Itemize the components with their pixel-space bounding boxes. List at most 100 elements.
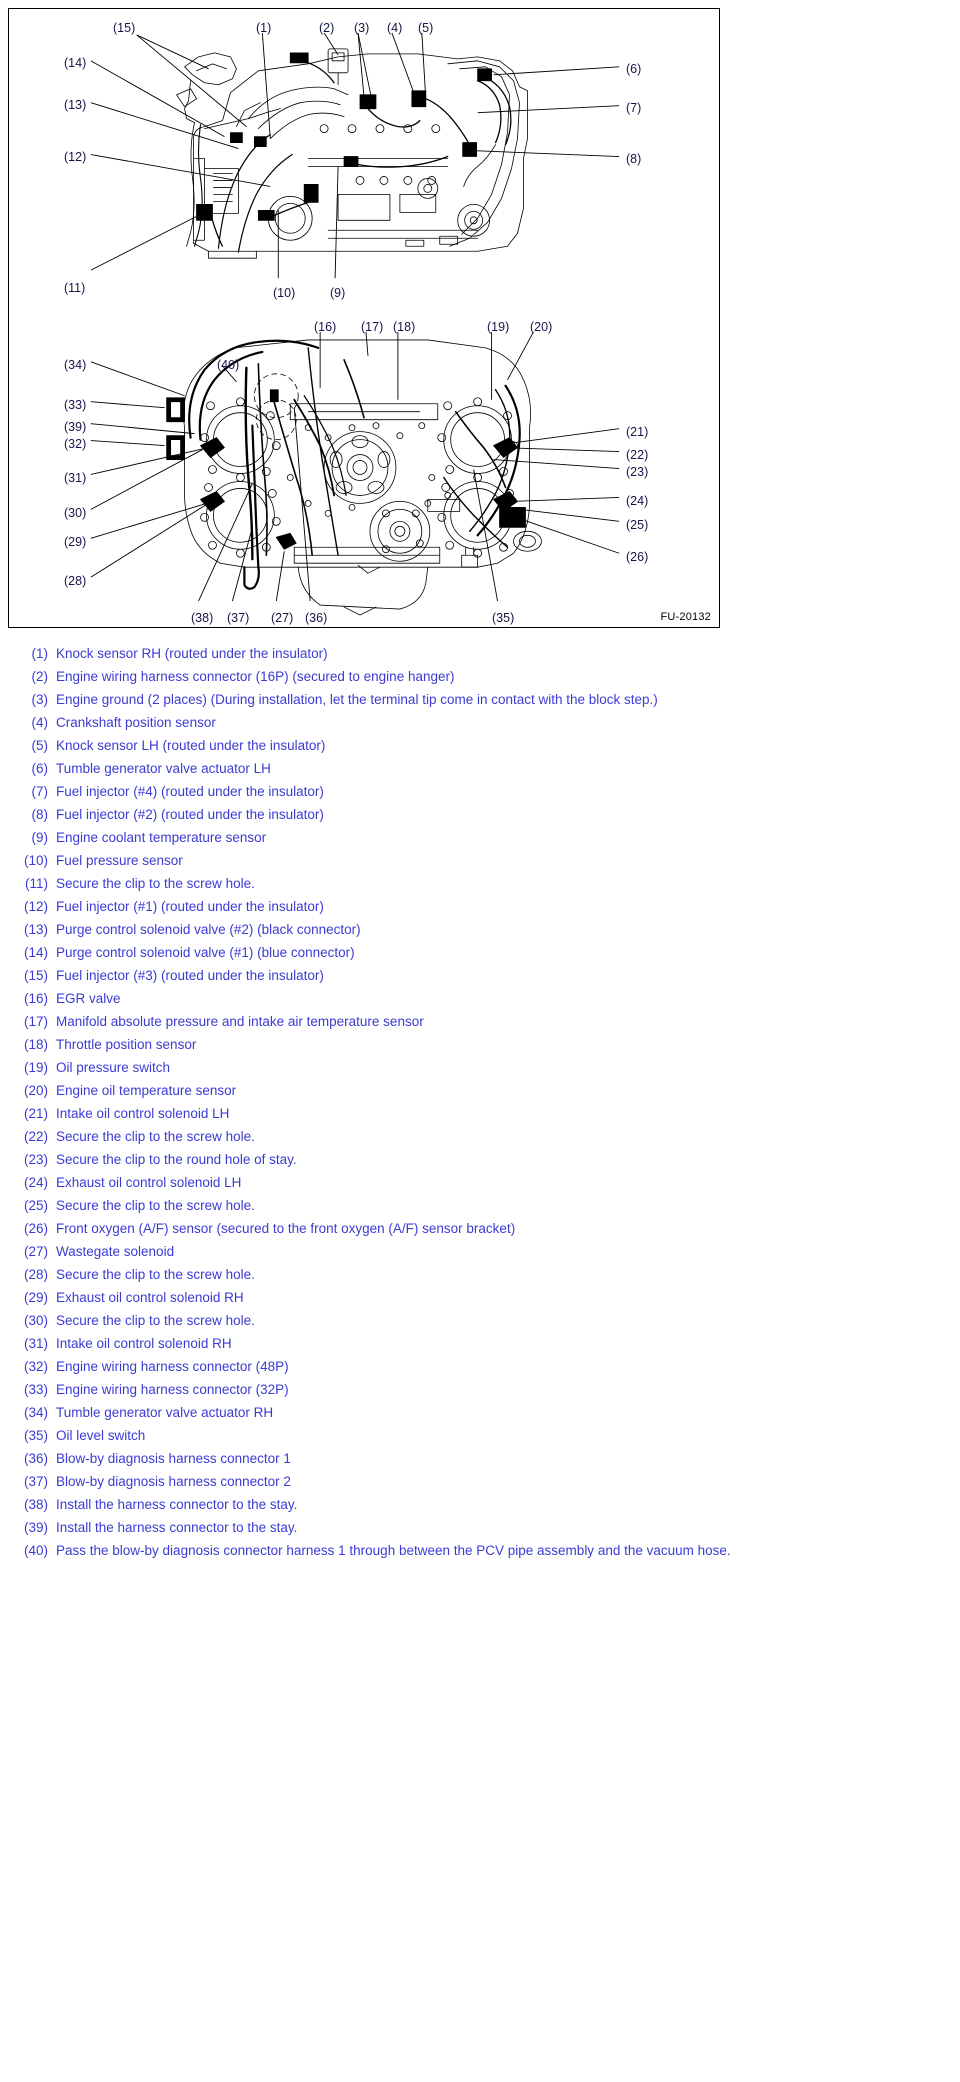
engine-harness-figure: (15) (1) (2) (3) (4) (5) (14) (13) (12) … <box>8 8 720 628</box>
legend-item-number: (7) <box>31 784 49 799</box>
legend-item-number: (1) <box>31 646 49 661</box>
legend-row: (10)Fuel pressure sensor <box>14 849 946 872</box>
legend-item-number: (21) <box>23 1106 48 1121</box>
legend-row: (18) Throttle position sensor <box>14 1033 946 1056</box>
legend-row: (39) Install the harness connector to the… <box>14 1516 946 1539</box>
legend-item-number: (26) <box>23 1221 48 1236</box>
legend-item-number: (37) <box>23 1474 48 1489</box>
legend-item-number: (16) <box>23 991 48 1006</box>
legend-item-number: (30) <box>23 1313 48 1328</box>
callout-25: (25) <box>626 518 649 532</box>
legend-item-text: Pass the blow-by diagnosis connector har… <box>56 1543 731 1558</box>
legend-item-text: Fuel pressure sensor <box>56 853 183 868</box>
legend-item-number: (36) <box>23 1451 48 1466</box>
legend-item-number: (11) <box>24 876 48 891</box>
callout-38: (38) <box>191 611 214 625</box>
legend-item-text: Intake oil control solenoid LH <box>56 1106 230 1121</box>
legend-row: (15) Fuel injector (#3) (routed under the… <box>14 964 946 987</box>
callout-35: (35) <box>492 611 515 625</box>
callout-19: (19) <box>487 320 510 334</box>
legend-item-text: Throttle position sensor <box>56 1037 197 1052</box>
legend-item-text: EGR valve <box>56 991 121 1006</box>
legend-item-text: Engine wiring harness connector (16P) (s… <box>56 669 455 684</box>
component-legend-list: (1)Knock sensor RH (routed under the ins… <box>0 642 960 1580</box>
legend-row: (26) Front oxygen (A/F) sensor (secured t… <box>14 1217 946 1240</box>
callout-12: (12) <box>64 150 87 164</box>
legend-row: (20) Engine oil temperature sensor <box>14 1079 946 1102</box>
legend-row: (17)Manifold absolute pressure and intak… <box>14 1010 946 1033</box>
legend-item-number: (23) <box>23 1152 48 1167</box>
legend-item-text: Fuel injector (#3) (routed under the ins… <box>56 968 324 983</box>
legend-row: (33) Engine wiring harness connector (32P… <box>14 1378 946 1401</box>
legend-item-text: Fuel injector (#4) (routed under the ins… <box>56 784 324 799</box>
legend-item-number: (20) <box>23 1083 48 1098</box>
legend-row: (34)Tumble generator valve actuator RH <box>14 1401 946 1424</box>
callout-26: (26) <box>626 550 649 564</box>
callout-40: (40) <box>217 358 240 372</box>
legend-item-number: (33) <box>23 1382 48 1397</box>
legend-item-text: Fuel injector (#1) (routed under the ins… <box>56 899 324 914</box>
legend-row: (23)Secure the clip to the round hole of… <box>14 1148 946 1171</box>
legend-item-text: Engine wiring harness connector (32P) <box>56 1382 289 1397</box>
callout-5: (5) <box>418 21 434 35</box>
legend-item-number: (27) <box>23 1244 48 1259</box>
legend-row: (1)Knock sensor RH (routed under the ins… <box>14 642 946 665</box>
callout-30: (30) <box>64 506 87 520</box>
legend-row: (28) Secure the clip to the screw hole. <box>14 1263 946 1286</box>
legend-row: (9)Engine coolant temperature sensor <box>14 826 946 849</box>
legend-row: (4)Crankshaft position sensor <box>14 711 946 734</box>
legend-item-number: (3) <box>31 692 49 707</box>
legend-row: (25)Secure the clip to the screw hole. <box>14 1194 946 1217</box>
legend-item-text: Engine coolant temperature sensor <box>56 830 267 845</box>
callout-27: (27) <box>271 611 294 625</box>
callout-18: (18) <box>393 320 416 334</box>
legend-item-text: Wastegate solenoid <box>56 1244 175 1259</box>
legend-item-number: (8) <box>31 807 49 822</box>
figure-code-label: FU-20132 <box>660 611 711 623</box>
legend-item-number: (40) <box>23 1543 48 1558</box>
legend-item-text: Secure the clip to the screw hole. <box>56 1267 255 1282</box>
callout-8: (8) <box>626 152 642 166</box>
legend-item-text: Engine ground (2 places) (During install… <box>56 692 658 707</box>
legend-item-text: Oil pressure switch <box>56 1060 171 1075</box>
legend-item-number: (28) <box>23 1267 48 1282</box>
legend-item-text: Front oxygen (A/F) sensor (secured to th… <box>56 1221 516 1236</box>
legend-row: (12)Fuel injector (#1) (routed under the… <box>14 895 946 918</box>
legend-row: (21) Intake oil control solenoid LH <box>14 1102 946 1125</box>
legend-item-text: Secure the clip to the screw hole. <box>56 1129 255 1144</box>
legend-item-number: (17) <box>23 1014 48 1029</box>
legend-item-number: (18) <box>23 1037 48 1052</box>
legend-item-number: (2) <box>31 669 49 684</box>
callout-6: (6) <box>626 62 642 76</box>
legend-item-number: (35) <box>23 1428 48 1443</box>
legend-row: (35)Oil level switch <box>14 1424 946 1447</box>
legend-item-number: (29) <box>23 1290 48 1305</box>
legend-item-text: Engine oil temperature sensor <box>56 1083 237 1098</box>
callout-2: (2) <box>319 21 335 35</box>
legend-item-number: (39) <box>23 1520 48 1535</box>
legend-item-text: Install the harness connector to the sta… <box>56 1497 298 1512</box>
callout-21: (21) <box>626 425 649 439</box>
callout-22: (22) <box>626 448 649 462</box>
callout-17: (17) <box>361 320 384 334</box>
legend-item-text: Purge control solenoid valve (#2) (black… <box>56 922 361 937</box>
legend-item-number: (13) <box>23 922 48 937</box>
legend-item-number: (24) <box>23 1175 48 1190</box>
legend-item-text: Fuel injector (#2) (routed under the ins… <box>56 807 324 822</box>
legend-item-text: Exhaust oil control solenoid RH <box>56 1290 244 1305</box>
legend-item-text: Knock sensor LH (routed under the insula… <box>56 738 326 753</box>
legend-item-text: Purge control solenoid valve (#1) (blue … <box>56 945 355 960</box>
legend-row: (22)Secure the clip to the screw hole. <box>14 1125 946 1148</box>
legend-row: (37)Blow-by diagnosis harness connector … <box>14 1470 946 1493</box>
legend-item-number: (15) <box>23 968 48 983</box>
callout-14: (14) <box>64 56 87 70</box>
legend-item-number: (14) <box>23 945 48 960</box>
callout-11: (11) <box>64 281 86 295</box>
callout-3: (3) <box>354 21 370 35</box>
legend-item-text: Tumble generator valve actuator LH <box>56 761 271 776</box>
legend-item-text: Install the harness connector to the sta… <box>56 1520 298 1535</box>
legend-row: (27) Wastegate solenoid <box>14 1240 946 1263</box>
callout-32: (32) <box>64 437 87 451</box>
engine-line-drawing <box>90 32 620 616</box>
legend-row: (30)Secure the clip to the screw hole. <box>14 1309 946 1332</box>
